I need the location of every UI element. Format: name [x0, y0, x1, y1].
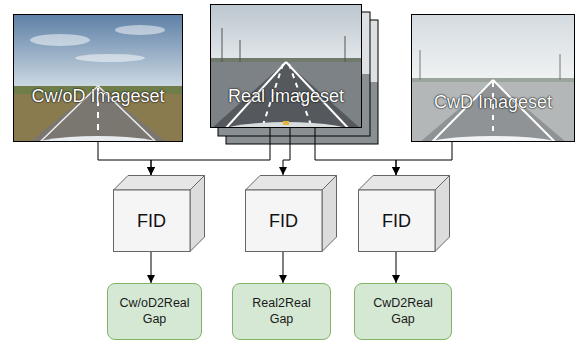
hood-ornament — [283, 121, 289, 125]
fid-block: FID — [358, 175, 450, 252]
pole — [420, 50, 421, 80]
cloud — [115, 25, 165, 35]
connector — [283, 252, 284, 283]
cube-side — [435, 176, 450, 252]
cube-face: FID — [113, 190, 190, 252]
pole — [222, 28, 223, 62]
block-label: FID — [137, 211, 166, 232]
cloud — [30, 34, 90, 46]
sky — [210, 4, 362, 62]
cube-top — [246, 176, 337, 191]
pole — [345, 36, 346, 62]
ground — [210, 62, 362, 128]
result-box: CwD2Real Gap — [354, 283, 452, 340]
sky — [411, 14, 575, 80]
result-box: Real2Real Gap — [232, 283, 331, 340]
cloud — [75, 54, 145, 62]
image-set: CwD Imageset — [411, 14, 575, 142]
synthetic-road-photo — [13, 14, 183, 142]
connector — [396, 142, 452, 175]
image-set: Real Imageset — [210, 4, 362, 128]
cube-top — [359, 176, 450, 191]
cube-front — [114, 190, 191, 252]
fid-block: FID — [245, 175, 337, 252]
image-set: Cw/oD Imageset — [13, 14, 183, 142]
image-label: Cw/oD Imageset — [31, 86, 164, 107]
road — [30, 86, 166, 142]
connector — [151, 128, 270, 175]
pole — [240, 40, 241, 62]
cube-side — [322, 176, 337, 252]
result-label: Cw/oD2Real Gap — [115, 296, 195, 327]
pole — [560, 54, 561, 80]
fid-block: FID — [113, 175, 205, 252]
block-label: FID — [269, 211, 298, 232]
real-road-photo — [210, 4, 362, 128]
cube-front — [246, 190, 323, 252]
connector — [315, 128, 396, 175]
result-box: Cw/oD2Real Gap — [107, 283, 202, 340]
road — [420, 80, 566, 142]
treeline — [210, 58, 362, 62]
connector — [98, 142, 151, 175]
cube-face: FID — [245, 190, 322, 252]
cube-face: FID — [358, 190, 435, 252]
cube-front — [359, 190, 436, 252]
cube-side — [190, 176, 205, 252]
sky — [13, 14, 183, 86]
road — [212, 62, 360, 128]
generated-road-photo — [411, 14, 575, 142]
connector — [151, 252, 152, 283]
image-label: Real Imageset — [228, 86, 344, 107]
block-label: FID — [382, 211, 411, 232]
connector — [396, 252, 397, 283]
result-label: Real2Real Gap — [242, 296, 322, 327]
image-label: CwD Imageset — [434, 92, 552, 113]
field — [13, 86, 183, 142]
cube-top — [114, 176, 205, 191]
connector — [283, 128, 290, 175]
result-label: CwD2Real Gap — [363, 296, 443, 327]
